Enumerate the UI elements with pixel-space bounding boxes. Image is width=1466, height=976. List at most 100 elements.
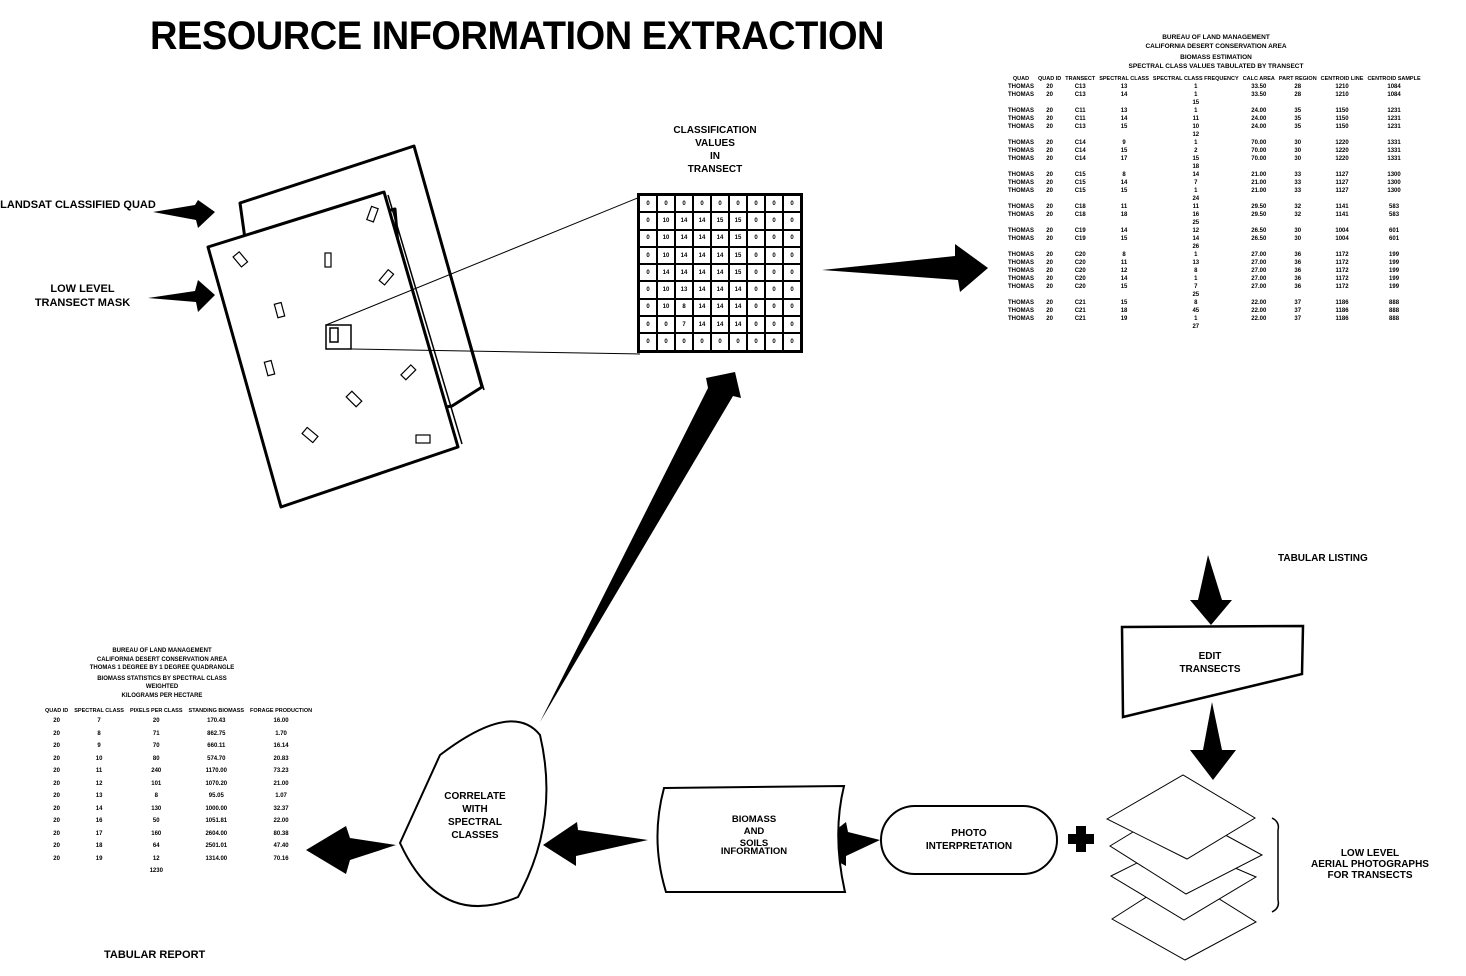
group-total-row: 25 [1006, 219, 1423, 227]
table-cell: 20 [1046, 308, 1053, 314]
table-cell [1036, 131, 1063, 139]
table-cell: 18 [95, 843, 103, 850]
table-cell: THOMAS [1008, 188, 1034, 194]
table-cell [247, 865, 315, 878]
group-total: 12 [1192, 132, 1200, 138]
table-cell: 2604.00 [205, 830, 228, 837]
table-cell: THOMAS [1008, 116, 1034, 122]
edit-to-photos-arrow [1190, 702, 1236, 780]
group-total: 24 [1192, 196, 1200, 202]
table-cell: 199 [1389, 260, 1400, 266]
photo-label-line: PHOTO [951, 828, 987, 839]
table-cell [1241, 195, 1277, 203]
grid-cell: 15 [729, 229, 747, 247]
table-cell: 95.05 [208, 793, 224, 800]
table-cell: 18 [1120, 212, 1128, 218]
aerial-label-line: FOR TRANSECTS [1327, 870, 1413, 881]
table-cell: C19 [1074, 236, 1086, 242]
table-cell: 1186 [1335, 300, 1349, 306]
table-cell [1036, 323, 1063, 331]
table-cell: 1141 [1335, 204, 1349, 210]
report-header-line: BIOMASS STATISTICS BY SPECTRAL CLASS [97, 675, 227, 682]
table-cell: THOMAS [1008, 92, 1034, 98]
listing-header-line: CALIFORNIA DESERT CONSERVATION AREA [1145, 43, 1287, 50]
table-cell: 70 [152, 743, 160, 750]
listing-column-header: CALC AREA [1242, 76, 1275, 82]
table-cell: C14 [1074, 140, 1086, 146]
table-cell: C20 [1074, 276, 1086, 282]
table-cell [1063, 219, 1097, 227]
table-cell [1319, 291, 1366, 299]
table-cell [1241, 323, 1277, 331]
edit-transects-box [1120, 624, 1305, 719]
table-cell: 73.23 [273, 768, 289, 775]
table-cell: THOMAS [1008, 236, 1034, 242]
table-cell: 240 [151, 768, 162, 775]
transect-markers [232, 205, 431, 444]
table-cell: 11 [95, 768, 103, 775]
grid-cell: 0 [729, 333, 747, 351]
table-cell: 1210 [1335, 92, 1349, 98]
grid-cell: 0 [747, 229, 765, 247]
grid-cell: 0 [747, 281, 765, 299]
table-cell: 20 [1046, 124, 1053, 130]
classification-label: CLASSIFICATION VALUES IN TRANSECT [640, 124, 790, 176]
grid-cell: 0 [783, 333, 801, 351]
group-total-row: 12 [1006, 131, 1423, 139]
photo-interpretation-box [880, 805, 1058, 875]
group-total-row: 15 [1006, 99, 1423, 107]
grid-cell: 0 [675, 195, 693, 213]
grid-cell: 0 [783, 212, 801, 230]
correlate-label-line: CLASSES [451, 830, 499, 841]
table-cell [1277, 131, 1319, 139]
grid-cell: 10 [657, 229, 675, 247]
table-cell: 1127 [1335, 188, 1349, 194]
table-cell: C13 [1074, 124, 1086, 130]
report-column-header: PIXELS PER CLASS [129, 708, 183, 714]
table-cell: 1051.81 [205, 818, 228, 825]
table-cell: 20 [1046, 276, 1053, 282]
table-cell: 21.00 [1251, 188, 1267, 194]
table-cell: 11 [1192, 116, 1199, 122]
correlate-label-line: CORRELATE [444, 791, 506, 802]
table-cell: 47.40 [273, 843, 289, 850]
table-cell: 28 [1294, 92, 1302, 98]
table-cell: 14 [1120, 116, 1128, 122]
table-cell [1277, 219, 1319, 227]
biomass-soils-box [656, 784, 847, 893]
table-cell: 36 [1294, 284, 1302, 290]
grid-cell: 0 [747, 298, 765, 317]
grid-cell: 0 [639, 212, 657, 230]
edit-transects-label: EDIT TRANSECTS [1130, 650, 1290, 676]
table-cell: 16 [1192, 212, 1200, 218]
report-header-line: THOMAS 1 DEGREE BY 1 DEGREE QUADRANGLE [89, 665, 235, 671]
table-cell: C13 [1074, 92, 1086, 98]
grid-cell: 0 [765, 195, 783, 213]
table-cell [1063, 99, 1097, 107]
aerial-label-line: AERIAL PHOTOGRAPHS [1311, 859, 1429, 870]
table-cell [1006, 323, 1036, 331]
table-cell [1365, 243, 1422, 251]
table-cell: 20 [1046, 260, 1053, 266]
table-cell: 27.00 [1251, 276, 1267, 282]
table-cell: 12 [1120, 268, 1128, 274]
table-cell [1319, 243, 1366, 251]
grid-cell: 14 [711, 229, 729, 247]
zoom-line-bottom [350, 348, 641, 355]
plus-icon [1068, 826, 1094, 852]
report-header-line: KILOGRAMS PER HECTARE [121, 692, 203, 699]
group-total-row: 25 [1006, 291, 1423, 299]
table-cell: C20 [1074, 260, 1086, 266]
grid-cell: 13 [675, 281, 693, 299]
grid-cell: 0 [747, 246, 765, 265]
table-cell: 30 [1294, 156, 1302, 162]
table-cell: 33 [1294, 172, 1302, 178]
table-cell: 14 [1192, 172, 1200, 178]
grid-cell: 10 [657, 212, 675, 230]
group-total-row: 24 [1006, 195, 1423, 203]
table-cell: 11 [1120, 260, 1128, 266]
